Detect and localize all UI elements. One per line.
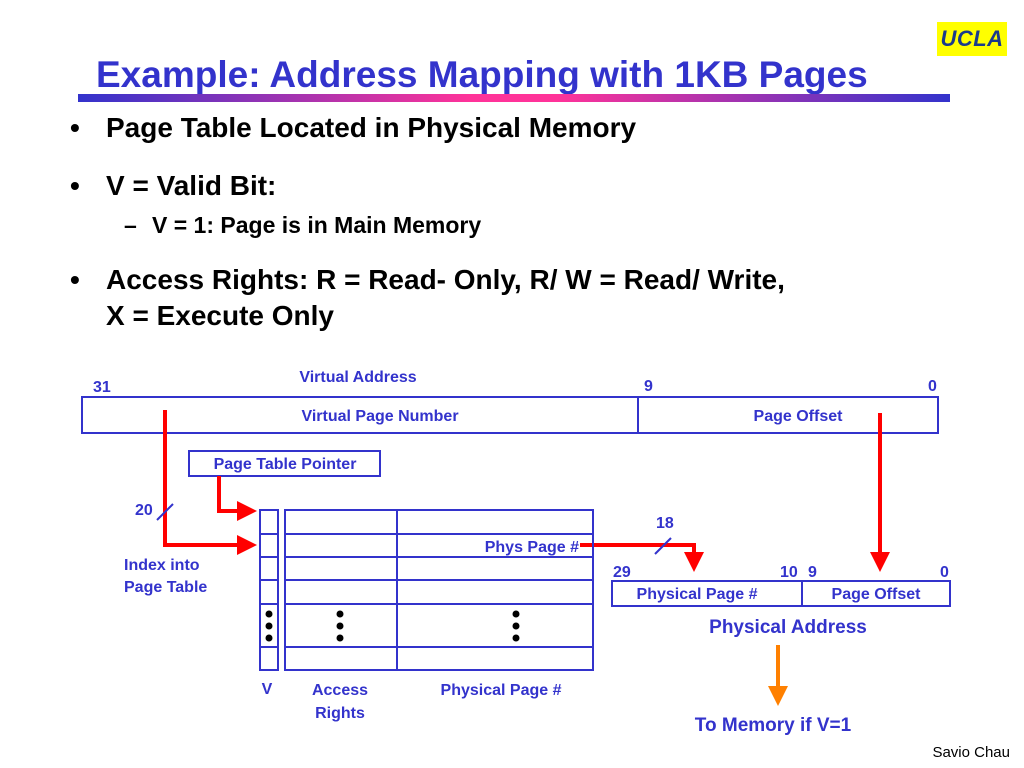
bullet-valid-bit: V = Valid Bit: <box>106 170 277 201</box>
bits-18-label: 18 <box>656 515 674 532</box>
bullet-page-table: Page Table Located in Physical Memory <box>106 112 637 143</box>
title-underline <box>78 94 950 102</box>
pointer-arrow <box>217 476 257 521</box>
bullet-marker: • <box>70 264 80 295</box>
virtual-address-box <box>81 396 939 434</box>
index-label-line1: Index into <box>124 557 200 574</box>
page-title: Example: Address Mapping with 1KB Pages <box>96 54 868 95</box>
col-v-label: V <box>262 681 273 698</box>
page-table-pointer-box <box>188 450 381 477</box>
phys-page-entry: Phys Page # <box>485 539 579 556</box>
bits-20-slash <box>156 503 174 521</box>
physical-address-box <box>611 580 951 607</box>
bit-10-label: 10 <box>780 564 798 581</box>
col-access-label-line2: Rights <box>315 705 365 722</box>
page-table <box>284 509 594 671</box>
vpn-index-arrow <box>163 410 257 555</box>
bits-20-label: 20 <box>135 502 153 519</box>
bit-9-label: 9 <box>644 378 653 395</box>
col-physical-page-label: Physical Page # <box>441 682 562 699</box>
bit-31-label: 31 <box>93 379 111 396</box>
bit-0-label: 0 <box>928 378 937 395</box>
virtual-address-label: Virtual Address <box>299 369 416 386</box>
page-offset-label: Page Offset <box>754 408 844 425</box>
phys-page-arrow <box>580 543 704 572</box>
bit-0b-label: 0 <box>940 564 949 581</box>
ucla-logo: UCLA <box>937 22 1007 56</box>
bit-9b-label: 9 <box>808 564 817 581</box>
bits-18-slash <box>654 537 672 555</box>
vpn-label: Virtual Page Number <box>301 408 458 425</box>
index-label-line2: Page Table <box>124 579 207 596</box>
bit-29-label: 29 <box>613 564 631 581</box>
to-memory-label: To Memory if V=1 <box>695 715 852 736</box>
sub-bullet-marker: – <box>124 212 137 238</box>
physical-address-label: Physical Address <box>709 617 867 638</box>
bullet-marker: • <box>70 112 80 143</box>
physical-page-field: Physical Page # <box>637 586 758 603</box>
ellipsis-dots <box>265 610 520 642</box>
valid-bit-column <box>259 509 279 671</box>
page-offset-field: Page Offset <box>832 586 922 603</box>
page-table-pointer-label: Page Table Pointer <box>214 456 357 473</box>
author-footer: Savio Chau <box>932 744 1010 761</box>
sub-bullet-valid: V = 1: Page is in Main Memory <box>152 212 482 238</box>
bullet-access-rights-line2: X = Execute Only <box>106 300 334 331</box>
bullet-access-rights-line1: Access Rights: R = Read- Only, R/ W = Re… <box>106 264 785 295</box>
bullet-marker: • <box>70 170 80 201</box>
col-access-label-line1: Access <box>312 682 368 699</box>
